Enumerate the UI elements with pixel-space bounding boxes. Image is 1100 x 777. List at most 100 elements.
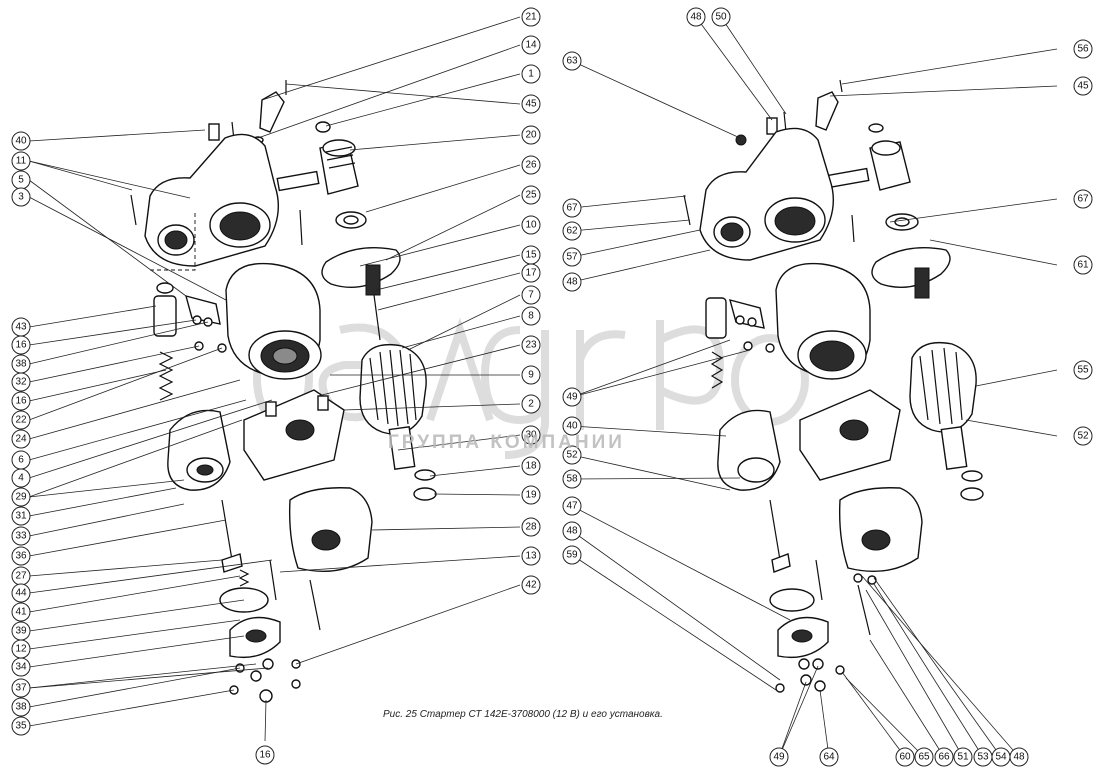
callout-48: 48 — [686, 7, 706, 27]
svg-text:5: 5 — [18, 175, 24, 186]
bolt — [269, 559, 277, 601]
callout-55: 55 — [1073, 360, 1093, 380]
callout-30: 30 — [521, 425, 541, 445]
svg-text:26: 26 — [525, 160, 537, 171]
callout-8: 8 — [521, 306, 541, 326]
callout-51: 51 — [953, 747, 973, 767]
svg-text:42: 42 — [525, 580, 537, 591]
callout-65: 65 — [914, 747, 934, 767]
callout-45: 45 — [521, 94, 541, 114]
svg-text:25: 25 — [525, 190, 537, 201]
callout-23: 23 — [521, 335, 541, 355]
callout-41: 41 — [11, 602, 31, 622]
svg-text:55: 55 — [1077, 365, 1089, 376]
svg-text:57: 57 — [566, 252, 578, 263]
callout-3: 3 — [11, 187, 31, 207]
svg-text:3: 3 — [18, 192, 24, 203]
svg-text:16: 16 — [259, 750, 271, 761]
callout-38: 38 — [11, 697, 31, 717]
callout-28: 28 — [521, 517, 541, 537]
callout-35: 35 — [11, 716, 31, 736]
link-plate — [276, 170, 320, 192]
svg-text:59: 59 — [566, 550, 578, 561]
callout-9: 9 — [521, 365, 541, 385]
svg-text:28: 28 — [525, 522, 537, 533]
callout-54: 54 — [991, 747, 1011, 767]
callout-48: 48 — [1009, 747, 1029, 767]
svg-text:43: 43 — [15, 322, 27, 333]
spring-sleeve — [153, 295, 177, 337]
callout-5: 5 — [11, 170, 31, 190]
callout-18: 18 — [521, 456, 541, 476]
callout-24: 24 — [11, 429, 31, 449]
callout-16: 16 — [11, 391, 31, 411]
svg-text:17: 17 — [525, 268, 537, 279]
drive-end-shield — [321, 247, 401, 289]
svg-text:53: 53 — [977, 752, 989, 763]
right-starter-assembly — [683, 79, 984, 693]
svg-text:67: 67 — [566, 203, 578, 214]
callout-43: 43 — [11, 317, 31, 337]
svg-text:12: 12 — [15, 644, 27, 655]
svg-text:16: 16 — [15, 396, 27, 407]
callout-56: 56 — [1073, 39, 1093, 59]
armature-shaft — [373, 294, 381, 341]
svg-text:22: 22 — [15, 415, 27, 426]
svg-text:67: 67 — [1077, 194, 1089, 205]
callout-12: 12 — [11, 639, 31, 659]
svg-text:38: 38 — [15, 702, 27, 713]
lever — [815, 91, 839, 131]
svg-text:18: 18 — [525, 461, 537, 472]
svg-text:48: 48 — [566, 277, 578, 288]
callout-16: 16 — [255, 745, 275, 765]
svg-text:19: 19 — [525, 490, 537, 501]
callout-49: 49 — [769, 747, 789, 767]
through-bolt — [221, 499, 233, 561]
callout-32: 32 — [11, 372, 31, 392]
watermark-subtitle: ГРУППА КОМПАНИИ — [388, 432, 625, 453]
svg-text:2: 2 — [528, 399, 534, 410]
bushing — [208, 123, 220, 141]
left-starter-assembly — [130, 80, 437, 703]
bolt — [130, 194, 137, 226]
svg-text:56: 56 — [1077, 44, 1089, 55]
svg-text:38: 38 — [15, 359, 27, 370]
svg-text:51: 51 — [957, 752, 969, 763]
callout-14: 14 — [521, 35, 541, 55]
callout-4: 4 — [11, 468, 31, 488]
callout-20: 20 — [521, 125, 541, 145]
callout-58: 58 — [562, 469, 582, 489]
callout-6: 6 — [11, 450, 31, 470]
svg-text:7: 7 — [528, 290, 534, 301]
screw — [839, 79, 843, 93]
svg-text:10: 10 — [525, 220, 537, 231]
callout-22: 22 — [11, 410, 31, 430]
svg-text:52: 52 — [1077, 431, 1089, 442]
svg-text:16: 16 — [15, 340, 27, 351]
callout-61: 61 — [1073, 255, 1093, 275]
svg-text:49: 49 — [773, 752, 785, 763]
svg-text:36: 36 — [15, 551, 27, 562]
svg-text:34: 34 — [15, 662, 27, 673]
callout-50: 50 — [711, 7, 731, 27]
svg-text:20: 20 — [525, 130, 537, 141]
callout-11: 11 — [11, 151, 31, 171]
bushing — [766, 117, 778, 135]
svg-text:63: 63 — [566, 56, 578, 67]
callout-29: 29 — [11, 487, 31, 507]
gear-housing — [839, 487, 923, 573]
svg-text:48: 48 — [690, 12, 702, 23]
svg-text:13: 13 — [525, 551, 537, 562]
svg-text:65: 65 — [918, 752, 930, 763]
callout-7: 7 — [521, 285, 541, 305]
spring — [158, 351, 174, 401]
svg-text:40: 40 — [566, 421, 578, 432]
svg-text:61: 61 — [1077, 260, 1089, 271]
svg-text:27: 27 — [15, 571, 27, 582]
callout-48: 48 — [562, 272, 582, 292]
svg-text:54: 54 — [995, 752, 1007, 763]
callout-40: 40 — [562, 416, 582, 436]
callout-31: 31 — [11, 506, 31, 526]
svg-text:50: 50 — [715, 12, 727, 23]
